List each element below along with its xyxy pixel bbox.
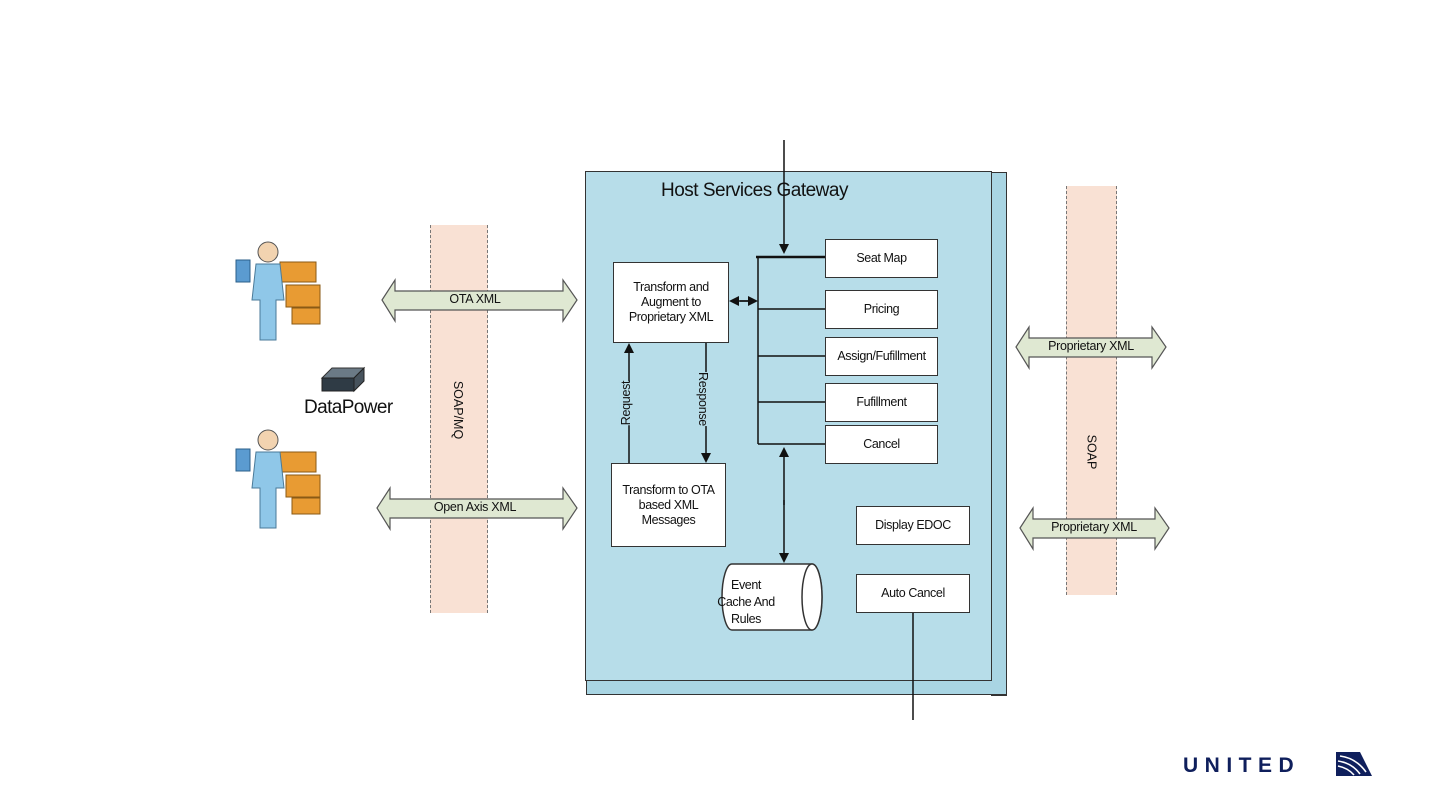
user-icon-bottom [235,429,321,529]
response-label: Response [695,372,710,426]
soap-mq-channel [430,225,488,613]
gateway-bottom-face [586,679,1007,695]
gateway-side-face [991,172,1007,696]
proprietary-xml-label-top: Proprietary XML [1048,339,1134,353]
display-edoc-box: Display EDOC [856,506,970,545]
user-icon-top [235,241,321,341]
pricing-box: Pricing [825,290,938,329]
open-axis-xml-label: Open Axis XML [433,500,517,514]
transform-augment-box: Transform and Augment to Proprietary XML [613,262,729,343]
event-cache-cylinder [721,563,823,631]
ota-xml-arrow [381,277,578,324]
event-cache-label: Event Cache And Rules [717,578,775,626]
cancel-box: Cancel [825,425,938,464]
gateway-title: Host Services Gateway [661,180,848,201]
assign-fulfillment-box: Assign/Fufillment [825,337,938,376]
fulfillment-box: Fufillment [825,383,938,422]
proprietary-xml-arrow-top [1015,324,1167,371]
datapower-appliance-icon [320,366,366,393]
united-logo: UNITED [1183,754,1301,777]
transform-ota-box: Transform to OTA based XML Messages [611,463,726,547]
united-globe-icon [1336,752,1372,776]
datapower-label: DataPower [304,397,393,418]
auto-cancel-box: Auto Cancel [856,574,970,613]
seat-map-box: Seat Map [825,239,938,278]
proprietary-xml-arrow-bottom [1019,505,1170,552]
ota-xml-label: OTA XML [449,292,501,306]
proprietary-xml-label-bottom: Proprietary XML [1051,520,1137,534]
open-axis-xml-arrow [376,485,578,532]
request-label: Request [619,380,634,426]
